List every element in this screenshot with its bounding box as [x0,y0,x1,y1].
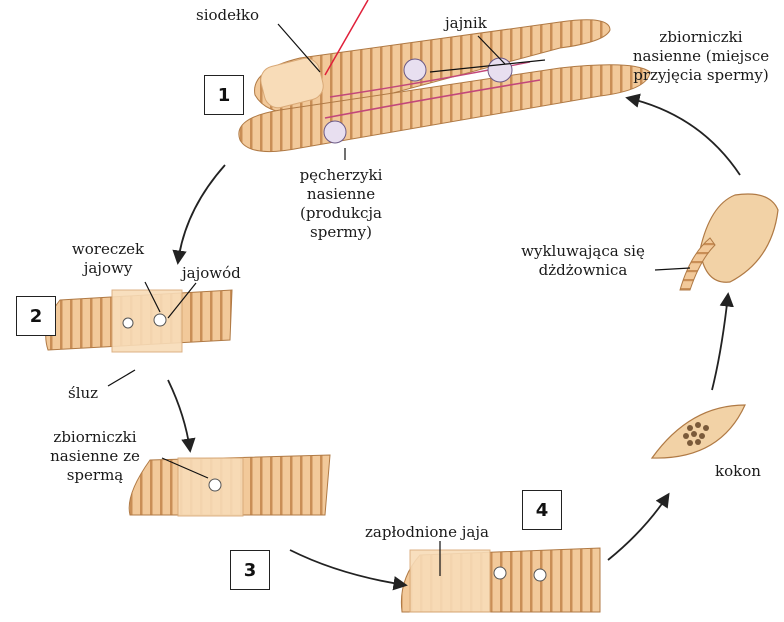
seminal-receptacle-shape [404,59,426,81]
label-clitellum: siodełko [196,6,259,25]
label-ovary: jajnik [445,14,487,33]
label-seminal-receptacles: zbiorniczki nasienne (miejsce przyjęcia … [618,28,784,85]
worm-stage-2 [46,290,232,352]
stage-number-4: 4 [522,490,562,530]
hatching-cocoon [680,194,778,290]
stage-number-1: 1 [204,75,244,115]
worm-stage-3 [129,455,330,516]
label-seminal-vesicles: pęcherzyki nasienne (produkcja spermy) [276,166,406,242]
stage-number-2: 2 [16,296,56,336]
worm-stage-4 [401,548,600,612]
label-mucus: śluz [68,384,98,403]
label-cocoon: kokon [715,462,761,481]
label-oviduct: jajowód [182,264,241,283]
label-seminal-receptacles-sperm: zbiorniczki nasienne ze spermą [36,428,154,485]
label-egg-sac: woreczek jajowy [58,240,158,278]
mating-worms [239,20,650,152]
cocoon [652,405,745,458]
label-hatching-worm: wykluwająca się dżdżownica [508,242,658,280]
seminal-vesicle-shape [324,121,346,143]
stage-number-3: 3 [230,550,270,590]
ovary-shape [488,58,512,82]
label-fertilized-eggs: zapłodnione jaja [365,523,489,542]
